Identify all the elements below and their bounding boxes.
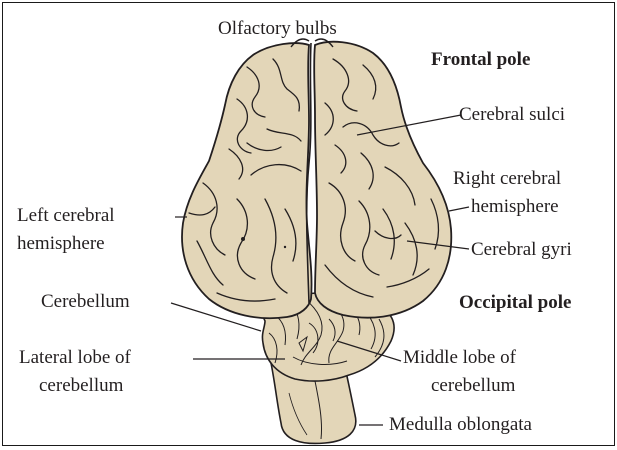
label-cerebral-gyri: Cerebral gyri xyxy=(471,239,572,261)
label-occipital-pole: Occipital pole xyxy=(459,292,571,314)
surface-dot xyxy=(284,246,286,248)
label-lateral-lobe-line2: cerebellum xyxy=(39,375,123,397)
label-middle-lobe-line1: Middle lobe of xyxy=(403,347,516,369)
surface-dot xyxy=(241,237,245,241)
label-medulla-oblongata: Medulla oblongata xyxy=(389,414,532,436)
label-olfactory-bulbs: Olfactory bulbs xyxy=(218,18,337,40)
label-left-hemisphere-line2: hemisphere xyxy=(17,233,105,255)
label-frontal-pole: Frontal pole xyxy=(431,49,530,71)
label-cerebellum: Cerebellum xyxy=(41,291,130,313)
label-cerebral-sulci: Cerebral sulci xyxy=(459,104,565,126)
label-left-hemisphere-line1: Left cerebral xyxy=(17,205,115,227)
label-right-hemisphere-line1: Right cerebral xyxy=(453,168,561,190)
label-middle-lobe-line2: cerebellum xyxy=(431,375,515,397)
label-right-hemisphere-line2: hemisphere xyxy=(471,196,559,218)
left-hemisphere-shape xyxy=(182,43,312,318)
label-lateral-lobe-line1: Lateral lobe of xyxy=(19,347,131,369)
leader-line-right-hemisphere xyxy=(449,207,469,211)
